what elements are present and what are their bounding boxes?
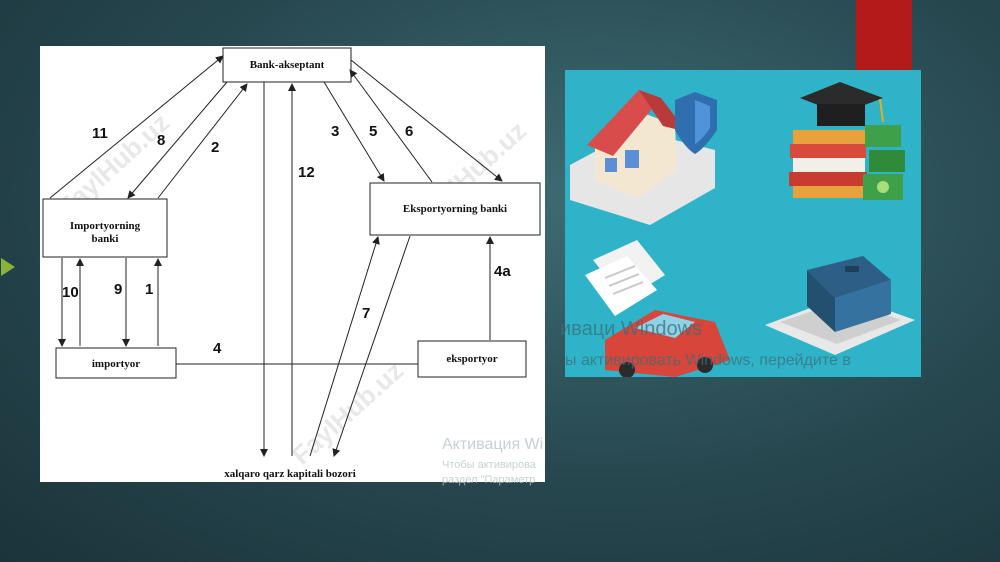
- step-3: 3: [331, 123, 339, 140]
- flow-diagram: FaylHub.uz FaylHub.uz FaylHub.uz Bank-ak…: [42, 47, 541, 480]
- books-icon: [789, 130, 867, 198]
- arrow-2: [157, 83, 248, 199]
- exporter-box: [417, 340, 527, 378]
- importer-box: [55, 347, 177, 379]
- step-5: 5: [369, 123, 377, 140]
- play-icon: [1, 258, 15, 276]
- arrow-7-down: [332, 235, 411, 457]
- bank-akseptant-box: [222, 47, 352, 83]
- step-2: 2: [211, 139, 219, 156]
- market-label: xalqaro qarz kapitali bozori: [224, 468, 356, 480]
- step-7: 7: [362, 305, 370, 322]
- arrow-5: [349, 69, 433, 183]
- arrow-7-up: [309, 236, 380, 457]
- arrow-11: [49, 55, 224, 199]
- activation-line-2: раздел "Параметр: [442, 474, 536, 486]
- activation-overlay-text-2: ы активировать Windows, перейдите в: [565, 352, 851, 369]
- watermark-3: FaylHub.uz: [286, 355, 409, 470]
- importer-bank-label-1: Importyorning: [70, 220, 141, 232]
- step-8: 8: [157, 132, 165, 149]
- activation-line-1: Чтобы активирова: [442, 459, 536, 471]
- arrow-8: [127, 81, 228, 199]
- exporter-label: eksportyor: [446, 353, 497, 365]
- diagram-panel: FaylHub.uz FaylHub.uz FaylHub.uz Bank-ak…: [40, 46, 545, 482]
- activation-title: Активация Wi: [442, 436, 544, 453]
- bank-akseptant-label: Bank-akseptant: [250, 59, 325, 71]
- step-11: 11: [92, 125, 108, 142]
- red-accent-bar: [856, 0, 912, 70]
- importer-bank-label-2: banki: [92, 233, 119, 245]
- importer-label: importyor: [92, 358, 140, 370]
- shield-icon: [675, 92, 717, 154]
- step-9: 9: [114, 281, 122, 298]
- exporter-bank-label: Eksportyorning banki: [403, 203, 507, 215]
- activation-overlay-text-1: иваци Windows: [560, 318, 703, 340]
- graduation-cap-icon: [800, 82, 884, 126]
- step-4: 4: [213, 340, 222, 357]
- step-10: 10: [62, 284, 79, 301]
- exporter-bank-box: [369, 182, 541, 236]
- importer-bank-box: [42, 198, 168, 258]
- money-icon: [863, 125, 905, 200]
- arrow-3: [323, 81, 385, 182]
- step-4a: 4a: [494, 263, 511, 280]
- arrow-6: [350, 59, 503, 182]
- step-6: 6: [405, 123, 413, 140]
- briefcase-icon: [807, 256, 891, 332]
- step-1: 1: [145, 281, 153, 298]
- finance-illustration: [565, 70, 921, 377]
- document-icon: [585, 240, 665, 316]
- step-12: 12: [298, 164, 315, 181]
- car-icon: [605, 310, 730, 377]
